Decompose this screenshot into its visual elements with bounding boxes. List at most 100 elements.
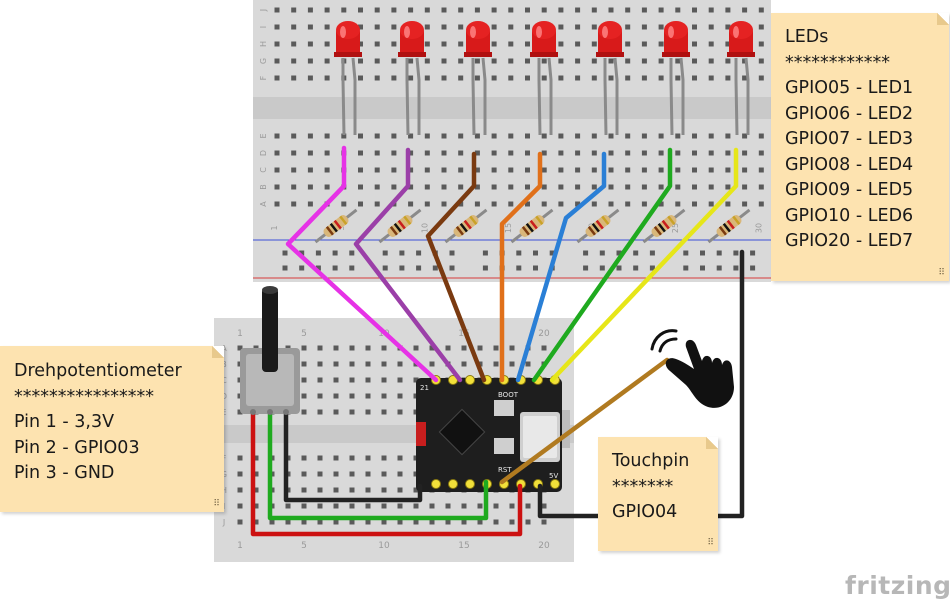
breadboard-hole: [358, 58, 363, 64]
breadboard-hole: [461, 345, 467, 351]
leds-note-line: GPIO20 - LED7: [785, 231, 914, 251]
power-rail-hole: [399, 265, 405, 271]
breadboard-hole: [458, 184, 464, 190]
breadboard-hole: [341, 133, 347, 139]
led-lead: [603, 58, 608, 136]
power-rail-hole: [416, 250, 422, 256]
board-pin: [465, 375, 475, 385]
breadboard-hole: [374, 58, 380, 64]
power-rail-hole: [449, 265, 455, 271]
board-pin: [448, 479, 458, 489]
breadboard-hole: [474, 184, 480, 190]
breadboard-hole: [525, 361, 531, 367]
column-number: 10: [420, 223, 429, 233]
breadboard-hole: [441, 167, 447, 173]
power-rail-hole: [315, 250, 321, 256]
breadboard-hole: [307, 184, 313, 190]
breadboard-hole: [742, 184, 748, 190]
breadboard-hole: [758, 58, 764, 64]
row-letter: B: [259, 184, 268, 190]
breadboard-hole: [708, 24, 714, 30]
resize-grip-icon: ⠿: [213, 499, 220, 509]
breadboard-hole: [413, 519, 419, 525]
pin-5v-label: 5V: [549, 472, 558, 480]
breadboard-hole: [317, 377, 323, 383]
breadboard-hole: [349, 519, 355, 525]
board-pin: [550, 479, 560, 489]
breadboard-hole: [758, 7, 764, 13]
breadboard-hole: [675, 75, 681, 81]
breadboard-hole: [333, 455, 339, 461]
breadboard-hole: [253, 455, 259, 461]
breadboard-hole: [591, 184, 597, 190]
breadboard-hole: [317, 409, 323, 415]
breadboard-hole: [441, 150, 447, 156]
column-number: 1: [270, 225, 279, 230]
boot-label: BOOT: [498, 391, 519, 399]
breadboard-hole: [758, 133, 764, 139]
breadboard-hole: [625, 24, 631, 30]
breadboard-hole: [291, 24, 297, 30]
power-rail-hole: [616, 265, 622, 271]
touch-hand-icon: [650, 329, 734, 408]
breadboard-hole: [508, 58, 514, 64]
breadboard-hole: [493, 503, 499, 509]
breadboard-hole: [675, 150, 681, 156]
breadboard-hole: [725, 184, 731, 190]
breadboard-hole: [742, 7, 748, 13]
breadboard-hole: [509, 345, 515, 351]
row-letter: I: [223, 502, 225, 511]
breadboard-hole: [525, 58, 530, 64]
breadboard-hole: [333, 345, 339, 351]
breadboard-hole: [429, 361, 435, 367]
breadboard-hole: [558, 41, 564, 47]
row-letter: J: [259, 9, 268, 12]
breadboard-hole: [658, 201, 664, 207]
power-rail-hole: [599, 265, 605, 271]
breadboard-hole: [591, 133, 597, 139]
breadboard-hole: [324, 75, 330, 81]
power-rail-hole: [750, 265, 756, 271]
breadboard-hole: [324, 167, 330, 173]
wire-led6: [531, 147, 673, 383]
breadboard-hole: [692, 167, 697, 173]
breadboard-hole: [324, 133, 330, 139]
pot-note-line: Pin 1 - 3,3V: [14, 412, 115, 432]
led: [662, 21, 690, 57]
breadboard-hole: [397, 409, 403, 415]
breadboard-hole: [358, 75, 363, 81]
power-rail-hole: [733, 265, 739, 271]
breadboard-hole: [692, 41, 697, 47]
power-rail-hole: [716, 250, 722, 256]
power-rail-hole: [516, 265, 522, 271]
breadboard-hole: [381, 345, 387, 351]
breadboard-hole: [575, 75, 581, 81]
breadboard-hole: [307, 150, 313, 156]
breadboard-hole: [391, 58, 397, 64]
breadboard-hole: [541, 150, 547, 156]
breadboard-hole: [474, 133, 480, 139]
breadboard-hole: [508, 133, 514, 139]
breadboard-hole: [658, 150, 664, 156]
power-rail-hole: [482, 265, 488, 271]
breadboard-hole: [274, 75, 280, 81]
breadboard-hole: [408, 7, 414, 13]
breadboard-hole: [525, 75, 530, 81]
breadboard-hole: [424, 201, 430, 207]
breadboard-hole: [307, 7, 313, 13]
breadboard-hole: [608, 7, 614, 13]
breadboard-hole: [708, 41, 714, 47]
leds-note-line: GPIO08 - LED4: [785, 154, 914, 175]
breadboard-hole: [391, 150, 397, 156]
breadboard-hole: [508, 24, 514, 30]
breadboard-hole: [374, 184, 380, 190]
breadboard-hole: [441, 7, 447, 13]
breadboard-hole: [591, 7, 597, 13]
breadboard-hole: [558, 184, 564, 190]
row-letter: I: [259, 26, 268, 28]
breadboard-hole: [725, 201, 731, 207]
breadboard-hole: [725, 7, 731, 13]
breadboard-hole: [391, 24, 397, 30]
breadboard-hole: [591, 24, 597, 30]
